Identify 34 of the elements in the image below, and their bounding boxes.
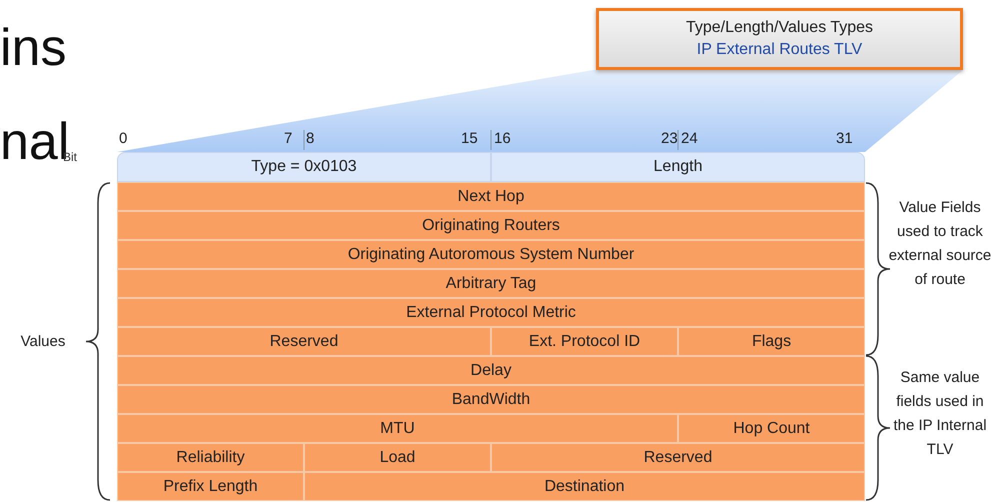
packet-field: Originating Autoromous System Number (117, 240, 865, 269)
bit-number: 16 (494, 130, 511, 147)
annotation-text: Value Fields used to track external source of route (888, 198, 992, 290)
packet-field: Reliability (117, 443, 304, 472)
packet-field: Hop Count (678, 414, 865, 443)
packet-field: Originating Routers (117, 211, 865, 240)
packet-field: Flags (678, 327, 865, 356)
bit-number: 31 (836, 130, 853, 147)
annotation-text: Same value fields used in the IP Internal TLV (892, 368, 988, 460)
packet-field: External Protocol Metric (117, 298, 865, 327)
packet-field: Reserved (491, 443, 865, 472)
packet-field: Destination (304, 472, 865, 501)
callout-subtitle: IP External Routes TLV (696, 40, 862, 60)
packet-field: Reserved (117, 327, 491, 356)
packet-field: Ext. Protocol ID (491, 327, 678, 356)
bit-number: 8 (306, 130, 314, 147)
bit-number: 24 (681, 130, 698, 147)
packet-field: Delay (117, 356, 865, 385)
callout-box (596, 8, 963, 70)
packet-field: Next Hop (117, 182, 865, 211)
bit-number: 0 (119, 130, 128, 147)
bit-number: 7 (284, 130, 292, 147)
header-field: Type = 0x0103 (117, 152, 491, 182)
annotation-text: Values (20, 332, 66, 352)
packet-field: Arbitrary Tag (117, 269, 865, 298)
bit-number: 23 (661, 130, 678, 147)
packet-field: MTU (117, 414, 678, 443)
heading-text: ins (0, 18, 66, 78)
header-field: Length (491, 152, 865, 182)
bit-number: 15 (461, 130, 478, 147)
packet-field: Load (304, 443, 491, 472)
callout-title: Type/Length/Values Types (686, 18, 874, 38)
packet-field: Prefix Length (117, 472, 304, 501)
packet-field: BandWidth (117, 385, 865, 414)
